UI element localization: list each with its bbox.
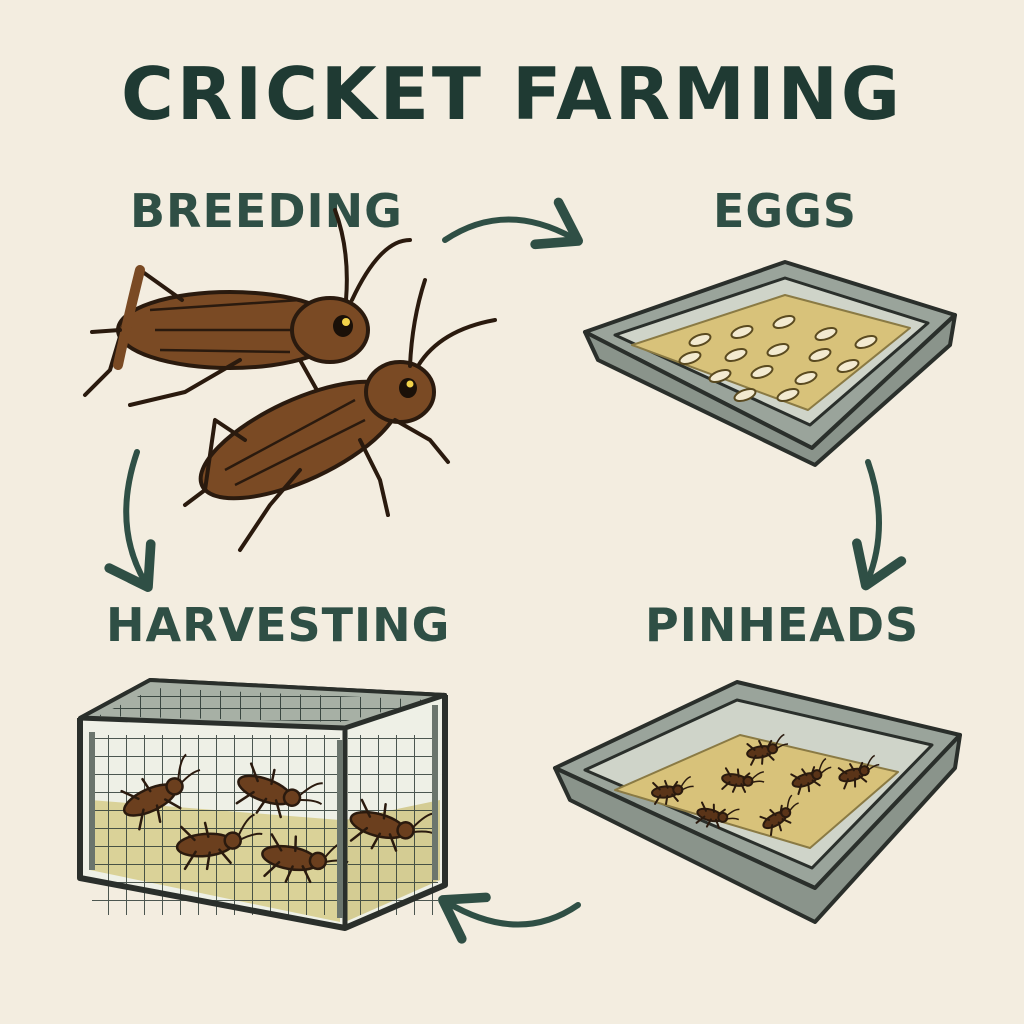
stage-label-breeding: BREEDING: [130, 184, 403, 238]
diagram-title: CRICKET FARMING: [121, 52, 903, 136]
arrow-breeding-to-eggs: [442, 197, 584, 250]
stage-label-pinheads: PINHEADS: [645, 598, 920, 652]
harvest-cage-illustration: [77, 678, 448, 931]
egg-tray-illustration: [583, 260, 957, 467]
stage-label-eggs: EGGS: [713, 184, 858, 238]
pinhead-tray-illustration: [553, 680, 962, 924]
stage-label-harvesting: HARVESTING: [106, 598, 451, 652]
arrow-pinheads-to-harvesting: [438, 892, 581, 944]
cricket-illustration-front: [183, 278, 497, 552]
arrow-breeding-to-harvesting: [104, 449, 156, 592]
arrow-eggs-to-pinheads: [852, 459, 907, 591]
cricket-illustration-back: [83, 208, 412, 407]
